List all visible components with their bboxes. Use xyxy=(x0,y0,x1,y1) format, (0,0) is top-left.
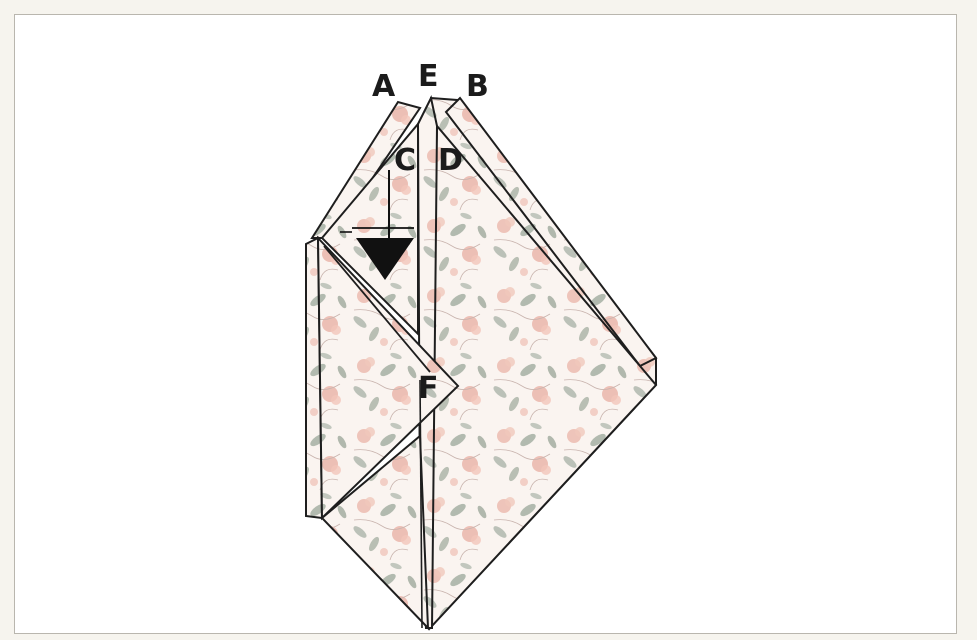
label-e: E xyxy=(418,59,439,94)
label-d: D xyxy=(438,143,463,178)
label-a: A xyxy=(372,69,396,104)
label-c: C xyxy=(394,143,416,178)
label-b: B xyxy=(466,69,489,104)
label-f: F xyxy=(418,371,439,406)
flap-d xyxy=(430,126,656,628)
